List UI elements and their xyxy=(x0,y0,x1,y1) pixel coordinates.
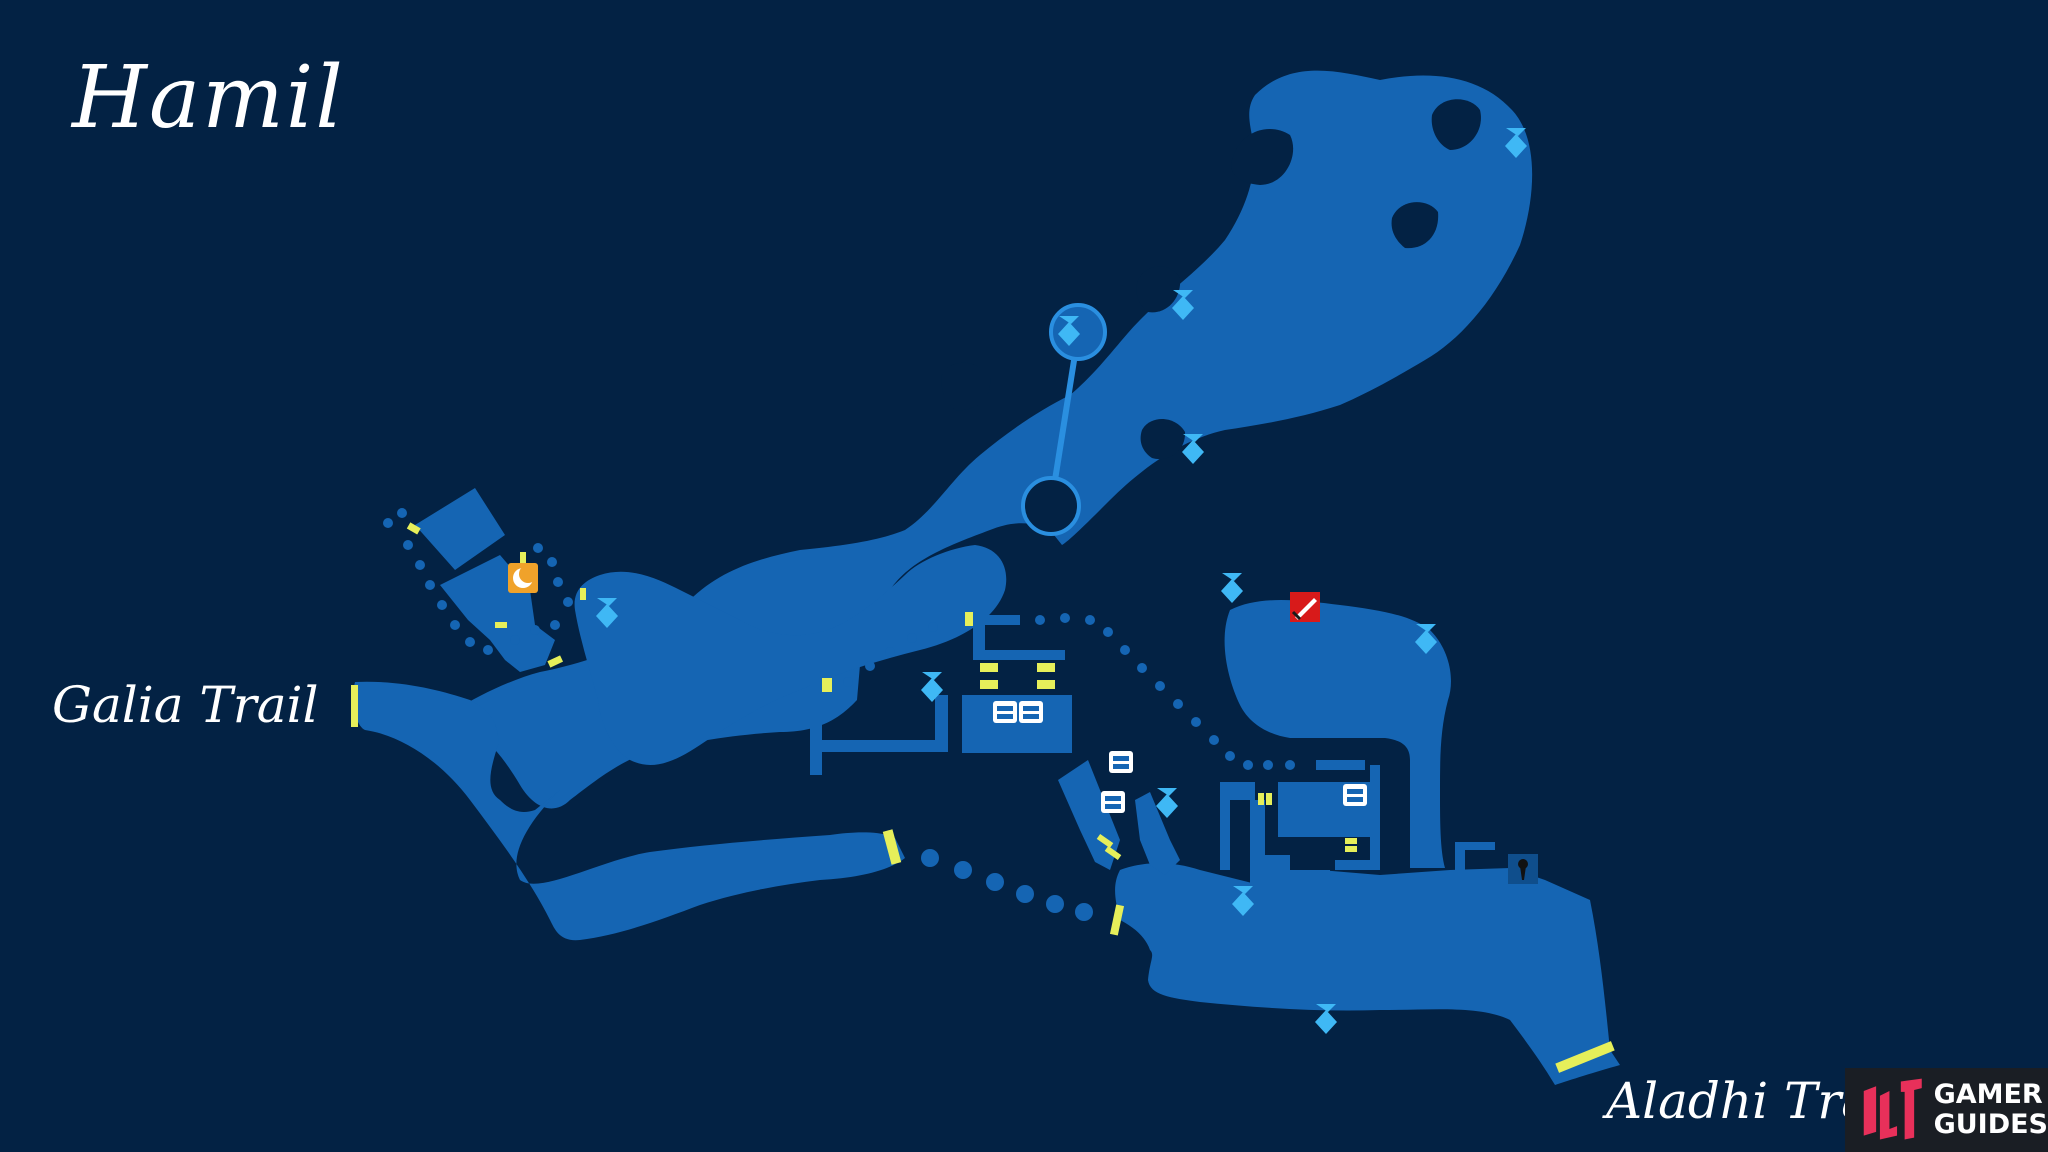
dotted-trails xyxy=(383,508,1295,921)
aladhi-trail-exit-marker xyxy=(1555,1041,1615,1073)
treasure-chest-icon xyxy=(1101,791,1125,813)
galia-trail-exit-marker xyxy=(351,685,358,727)
treasure-chest-icon xyxy=(993,701,1017,723)
gamer-guides-watermark: GAMER GUIDES xyxy=(1845,1068,2048,1152)
save-point-icon[interactable] xyxy=(1508,854,1538,884)
southern-city-area xyxy=(1115,863,1620,1085)
central-tower-building xyxy=(973,615,1065,660)
gamer-guides-logo-icon xyxy=(1863,1078,1922,1140)
central-path-area xyxy=(574,545,1007,765)
red-sword-shop-icon[interactable] xyxy=(1290,592,1320,622)
central-west-buildings xyxy=(810,670,948,775)
waypoint-icon xyxy=(1221,573,1243,603)
treasure-chest-icon xyxy=(1109,751,1133,773)
east-building-frame xyxy=(1316,760,1380,870)
cave-holes xyxy=(941,99,1481,460)
crescent-moon-inn-icon[interactable] xyxy=(508,563,538,593)
south-central-buildings xyxy=(1058,760,1180,875)
east-outpost xyxy=(1455,842,1495,880)
exit-markers xyxy=(351,522,1615,1073)
galia-trail-label: Galia Trail xyxy=(52,676,319,734)
east-buildings xyxy=(1220,782,1330,890)
map-title: Hamil xyxy=(72,48,345,148)
east-district xyxy=(1224,600,1451,868)
western-lower-area xyxy=(353,681,906,941)
waypoint-icon xyxy=(1156,788,1178,818)
western-building xyxy=(415,488,555,672)
treasure-chest-icon xyxy=(1343,784,1367,806)
central-building-block xyxy=(962,695,1072,753)
watermark-line2: GUIDES xyxy=(1933,1109,2048,1140)
treasure-chest-icon xyxy=(1019,701,1043,723)
watermark-line1: GAMER xyxy=(1933,1079,2043,1110)
